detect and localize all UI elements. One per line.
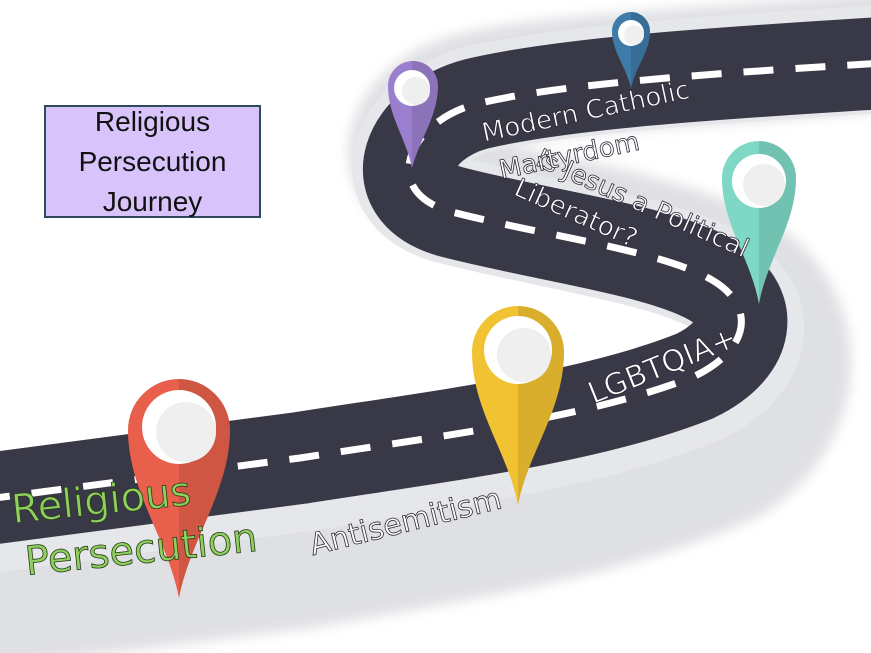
pin-blue bbox=[612, 12, 650, 88]
pin-hole-shade bbox=[402, 77, 430, 105]
label-modern-catholic-martyrdom: Modern Catholic Martyrdom bbox=[479, 75, 693, 186]
road-center-dashes bbox=[0, 60, 871, 501]
pin-hole-shade bbox=[624, 25, 644, 45]
pin-hole-shade bbox=[743, 164, 785, 206]
pin-teal bbox=[722, 141, 796, 304]
pin-yellow bbox=[472, 306, 564, 505]
pin-red bbox=[128, 379, 230, 598]
pin-purple bbox=[388, 60, 438, 168]
page-title: Religious Persecution Journey bbox=[78, 105, 227, 217]
title-box: Religious Persecution Journey bbox=[44, 105, 261, 218]
pin-hole-shade bbox=[497, 328, 551, 382]
pin-hole-shade bbox=[156, 402, 216, 462]
